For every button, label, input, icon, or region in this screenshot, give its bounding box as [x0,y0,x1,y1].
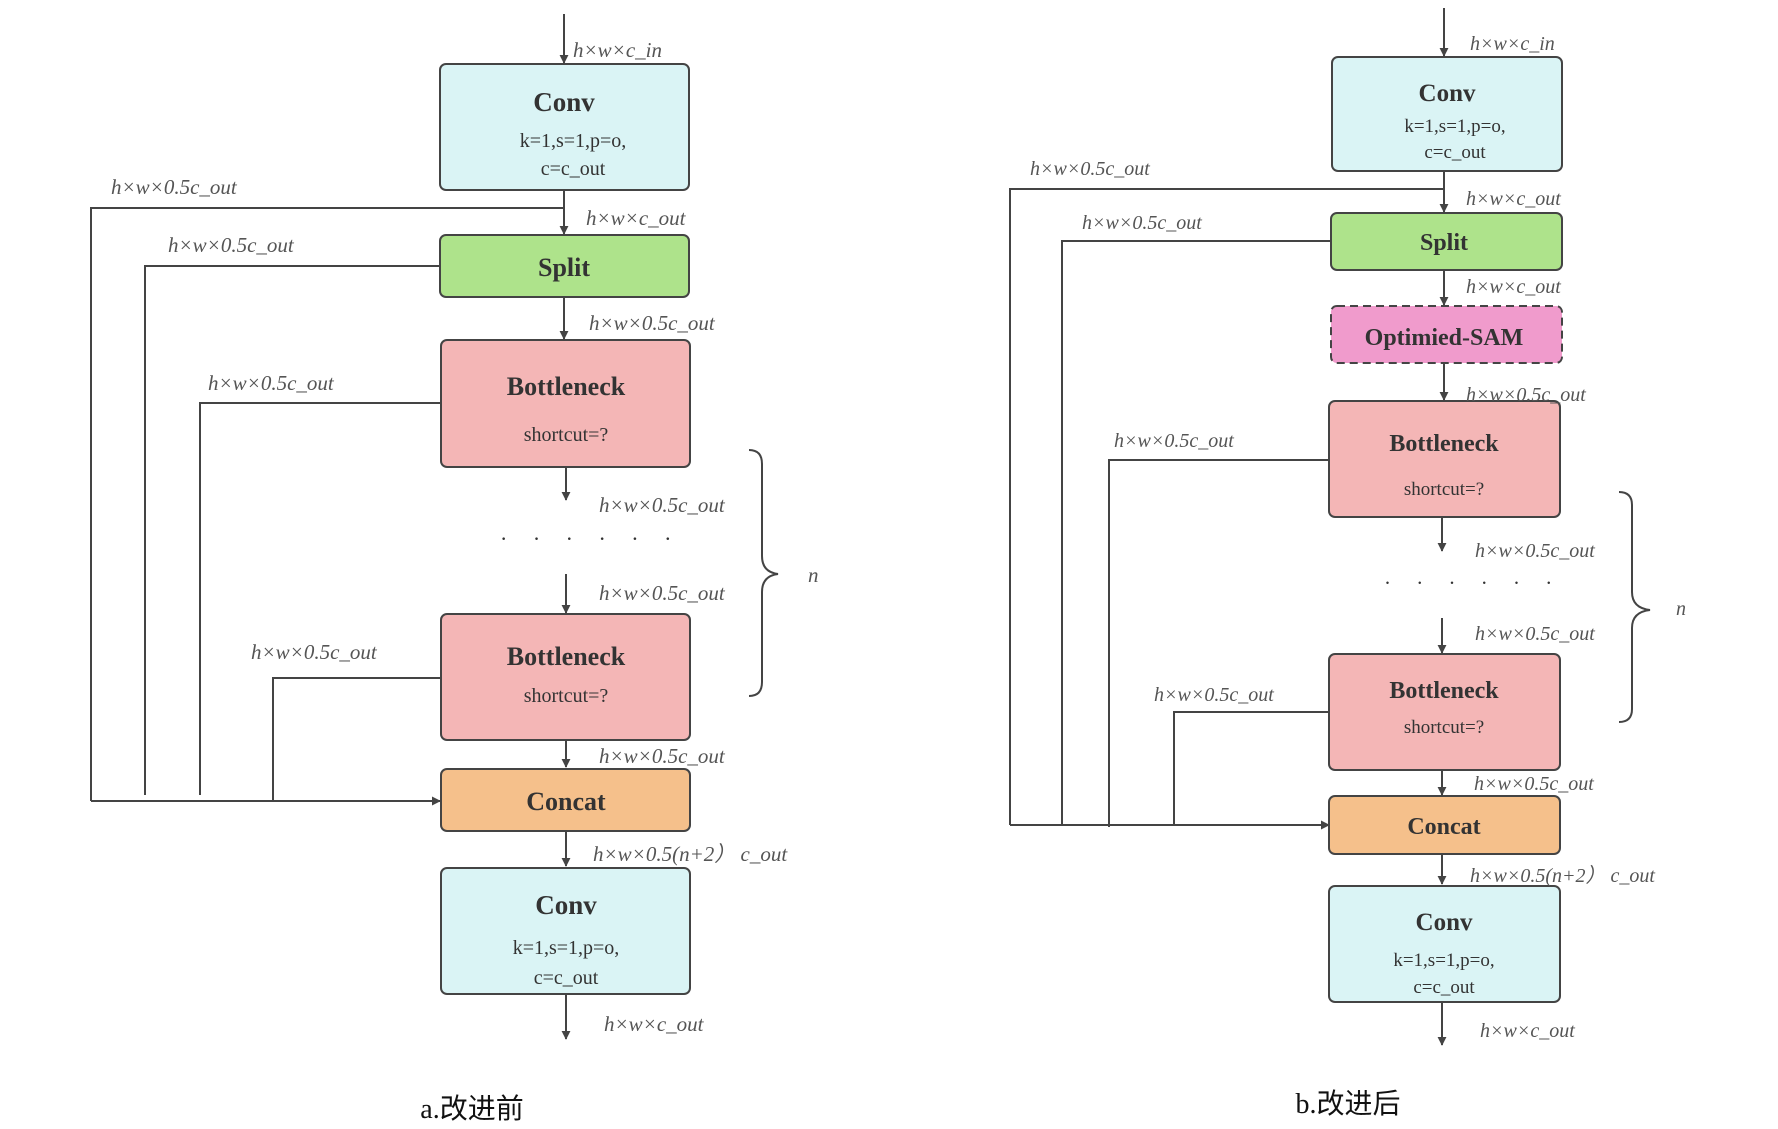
caption-after: b.改进后 [1295,1088,1400,1120]
split-box-b: Split [1330,212,1563,271]
label-after-split-b: h×w×c_out [1466,276,1561,298]
n-brace-b [1618,491,1651,723]
conv-input-channels-b: c=c_out [1424,142,1486,163]
bottleneck2-title: Bottleneck [507,642,626,671]
conv-input-box: Conv k=1,s=1,p=o, c=c_out [439,63,690,191]
conv-output-title-b: Conv [1416,909,1473,936]
label-skip-bottleneck2: h×w×0.5c_out [251,640,378,664]
skip-split [144,265,440,795]
diagram-after: Conv k=1,s=1,p=o, c=c_out Split Optimied… [1009,8,1686,1120]
skip-outer-b [1009,188,1444,825]
skip-outer [90,207,564,801]
optimied-sam-box: Optimied-SAM [1330,305,1563,364]
conv-output-title: Conv [535,890,597,920]
label-input-dim: h×w×c_in [573,38,662,62]
bottleneck-box-1: Bottleneck shortcut=? [440,339,691,468]
skip-bottleneck1-b [1108,459,1329,827]
bottleneck-box-2-b: Bottleneck shortcut=? [1328,653,1561,771]
concat-box: Concat [440,768,691,832]
conv-output-box-b: Conv k=1,s=1,p=o, c=c_out [1328,885,1561,1003]
label-after-concat-b: h×w×0.5(n+2） c_out [1470,864,1655,887]
label-output-dim: h×w×c_out [604,1012,705,1036]
label-after-conv: h×w×c_out [586,206,687,230]
conv-output-params: k=1,s=1,p=o, [513,937,620,959]
split-title: Split [538,253,590,282]
conv-input-params-b: k=1,s=1,p=o, [1404,116,1505,137]
label-n-right: n [1676,598,1686,620]
skip-bottleneck2-b [1173,711,1329,825]
concat-title: Concat [526,787,606,816]
bottleneck2-shortcut: shortcut=? [524,685,609,707]
caption-before: a.改进前 [420,1093,523,1125]
ellipsis-dots-b: · · · · · · [1384,571,1562,595]
concat-box-b: Concat [1328,795,1561,855]
split-title-b: Split [1420,230,1468,256]
bottleneck2-shortcut-b: shortcut=? [1404,717,1484,738]
conv-output-channels: c=c_out [534,967,599,989]
n-brace [748,449,779,697]
conv-output-channels-b: c=c_out [1413,977,1475,998]
label-after-bottleneck1: h×w×0.5c_out [599,493,726,517]
skip-split-b [1061,240,1331,825]
concat-title-b: Concat [1407,814,1480,840]
ellipsis-dots: · · · · · · [500,526,681,551]
bottleneck2-title-b: Bottleneck [1389,678,1499,704]
label-input-dim-b: h×w×c_in [1470,33,1555,55]
conv-output-params-b: k=1,s=1,p=o, [1393,950,1494,971]
diagram-before: Conv k=1,s=1,p=o, c=c_out Split Bottlene… [90,14,819,1125]
label-after-concat: h×w×0.5(n+2） c_out [593,842,788,866]
conv-input-channels: c=c_out [541,158,606,180]
label-before-bottleneck2-b: h×w×0.5c_out [1475,623,1595,645]
conv-output-box: Conv k=1,s=1,p=o, c=c_out [440,867,691,995]
bottleneck1-title: Bottleneck [507,372,626,401]
label-after-split: h×w×0.5c_out [589,311,716,335]
label-n-left: n [808,563,819,587]
label-after-bottleneck1-b: h×w×0.5c_out [1475,540,1595,562]
bottleneck-box-1-b: Bottleneck shortcut=? [1328,400,1561,518]
label-skip-bottleneck2-b: h×w×0.5c_out [1154,684,1274,706]
conv-input-title: Conv [533,87,595,117]
label-skip-outer-b: h×w×0.5c_out [1030,158,1150,180]
skip-bottleneck2 [272,677,441,801]
label-skip-outer: h×w×0.5c_out [111,175,238,199]
bottleneck1-shortcut-b: shortcut=? [1404,479,1484,500]
conv-input-params: k=1,s=1,p=o, [520,130,627,152]
optimied-sam-title: Optimied-SAM [1365,325,1524,351]
label-output-dim-b: h×w×c_out [1480,1020,1575,1042]
label-skip-bottleneck1-b: h×w×0.5c_out [1114,430,1234,452]
split-box: Split [439,234,690,298]
conv-input-title-b: Conv [1419,80,1476,107]
label-skip-bottleneck1: h×w×0.5c_out [208,371,335,395]
label-after-sam-b: h×w×0.5c_out [1466,384,1586,406]
bottleneck1-shortcut: shortcut=? [524,424,609,446]
bottleneck1-title-b: Bottleneck [1389,431,1499,457]
bottleneck-box-2: Bottleneck shortcut=? [440,613,691,741]
label-after-conv-b: h×w×c_out [1466,188,1561,210]
conv-input-box-b: Conv k=1,s=1,p=o, c=c_out [1331,56,1563,172]
skip-bottleneck1 [199,402,441,795]
label-skip-split: h×w×0.5c_out [168,233,295,257]
label-before-bottleneck2: h×w×0.5c_out [599,581,726,605]
label-after-bottleneck2-b: h×w×0.5c_out [1474,773,1594,795]
label-skip-split-b: h×w×0.5c_out [1082,212,1202,234]
label-after-bottleneck2: h×w×0.5c_out [599,744,726,768]
